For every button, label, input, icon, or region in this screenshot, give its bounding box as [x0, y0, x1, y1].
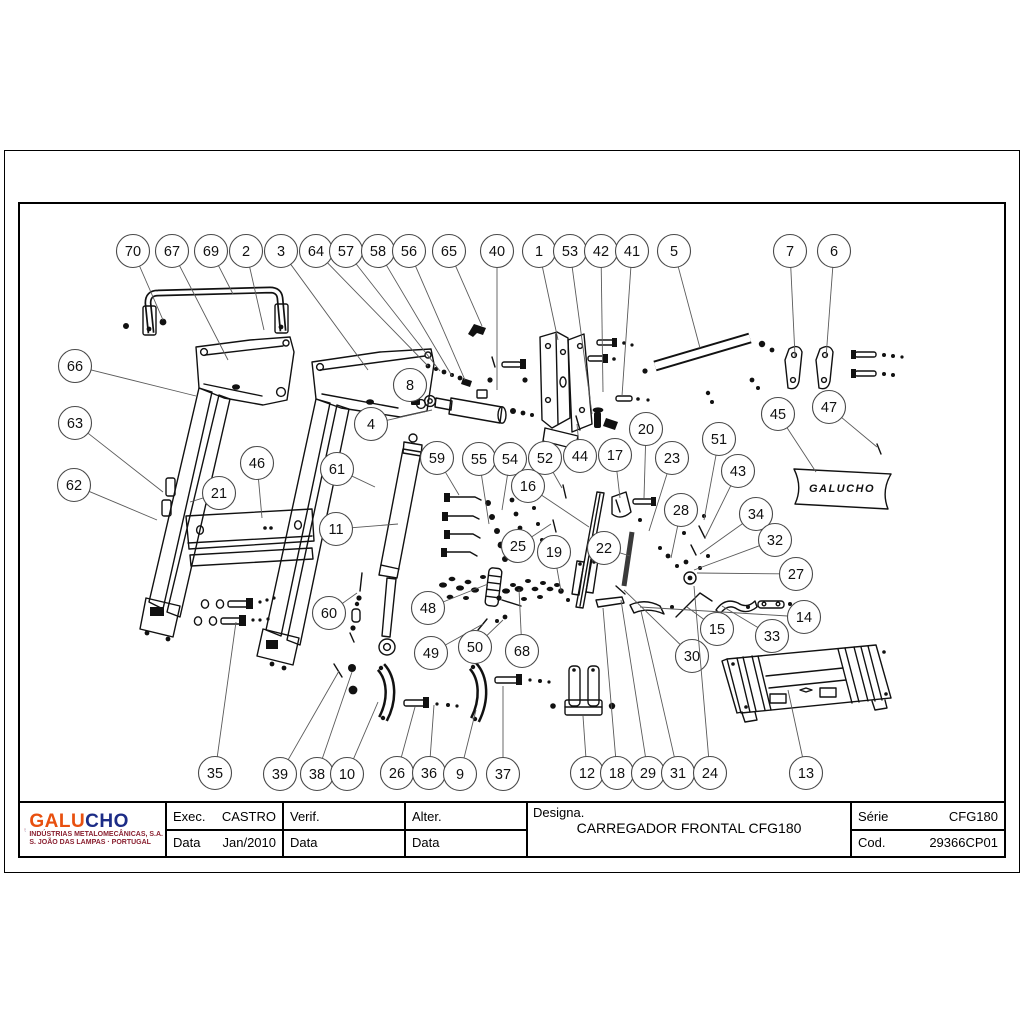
logo-subline-1: INDÚSTRIAS METALOMECÂNICAS, S.A.	[29, 831, 163, 838]
alter-data-label: Data	[412, 835, 440, 850]
logo-subline-2: S. JOÃO DAS LAMPAS · PORTUGAL	[29, 839, 151, 846]
exec-value: CASTRO	[221, 808, 276, 824]
title-block: GALUCHO INDÚSTRIAS METALOMECÂNICAS, S.A.…	[20, 801, 1004, 856]
sheet-outer-border	[4, 150, 1020, 873]
exec-data-label: Data	[173, 835, 201, 850]
verif-label: Verif.	[290, 808, 320, 824]
logo-cell: GALUCHO INDÚSTRIAS METALOMECÂNICAS, S.A.…	[20, 803, 165, 856]
logo-text-group: GALUCHO INDÚSTRIAS METALOMECÂNICAS, S.A.…	[29, 812, 163, 847]
verif-cell: Verif. Data	[282, 803, 404, 856]
alter-cell: Alter. Data	[404, 803, 526, 856]
exec-data-value: Jan/2010	[222, 835, 277, 850]
cod-label: Cod.	[858, 835, 886, 850]
serie-cod-cell: Série CFG180 Cod. 29366CP01	[850, 803, 1004, 856]
exec-cell: Exec. CASTRO Data Jan/2010	[165, 803, 282, 856]
designation-value: CARREGADOR FRONTAL CFG180	[576, 820, 802, 836]
sheet-inner-border: GALUCHO INDÚSTRIAS METALOMECÂNICAS, S.A.…	[18, 202, 1006, 858]
serie-value: CFG180	[948, 808, 998, 824]
alter-label: Alter.	[412, 808, 442, 824]
rooster-logo-icon	[24, 827, 27, 832]
designation-cell: Designa. CARREGADOR FRONTAL CFG180	[526, 803, 850, 856]
designation-label: Designa.	[533, 805, 585, 820]
serie-label: Série	[858, 808, 889, 824]
exec-label: Exec.	[173, 808, 206, 824]
verif-data-label: Data	[290, 835, 318, 850]
cod-value: 29366CP01	[929, 835, 998, 850]
brand-name: GALUCHO	[29, 811, 129, 832]
